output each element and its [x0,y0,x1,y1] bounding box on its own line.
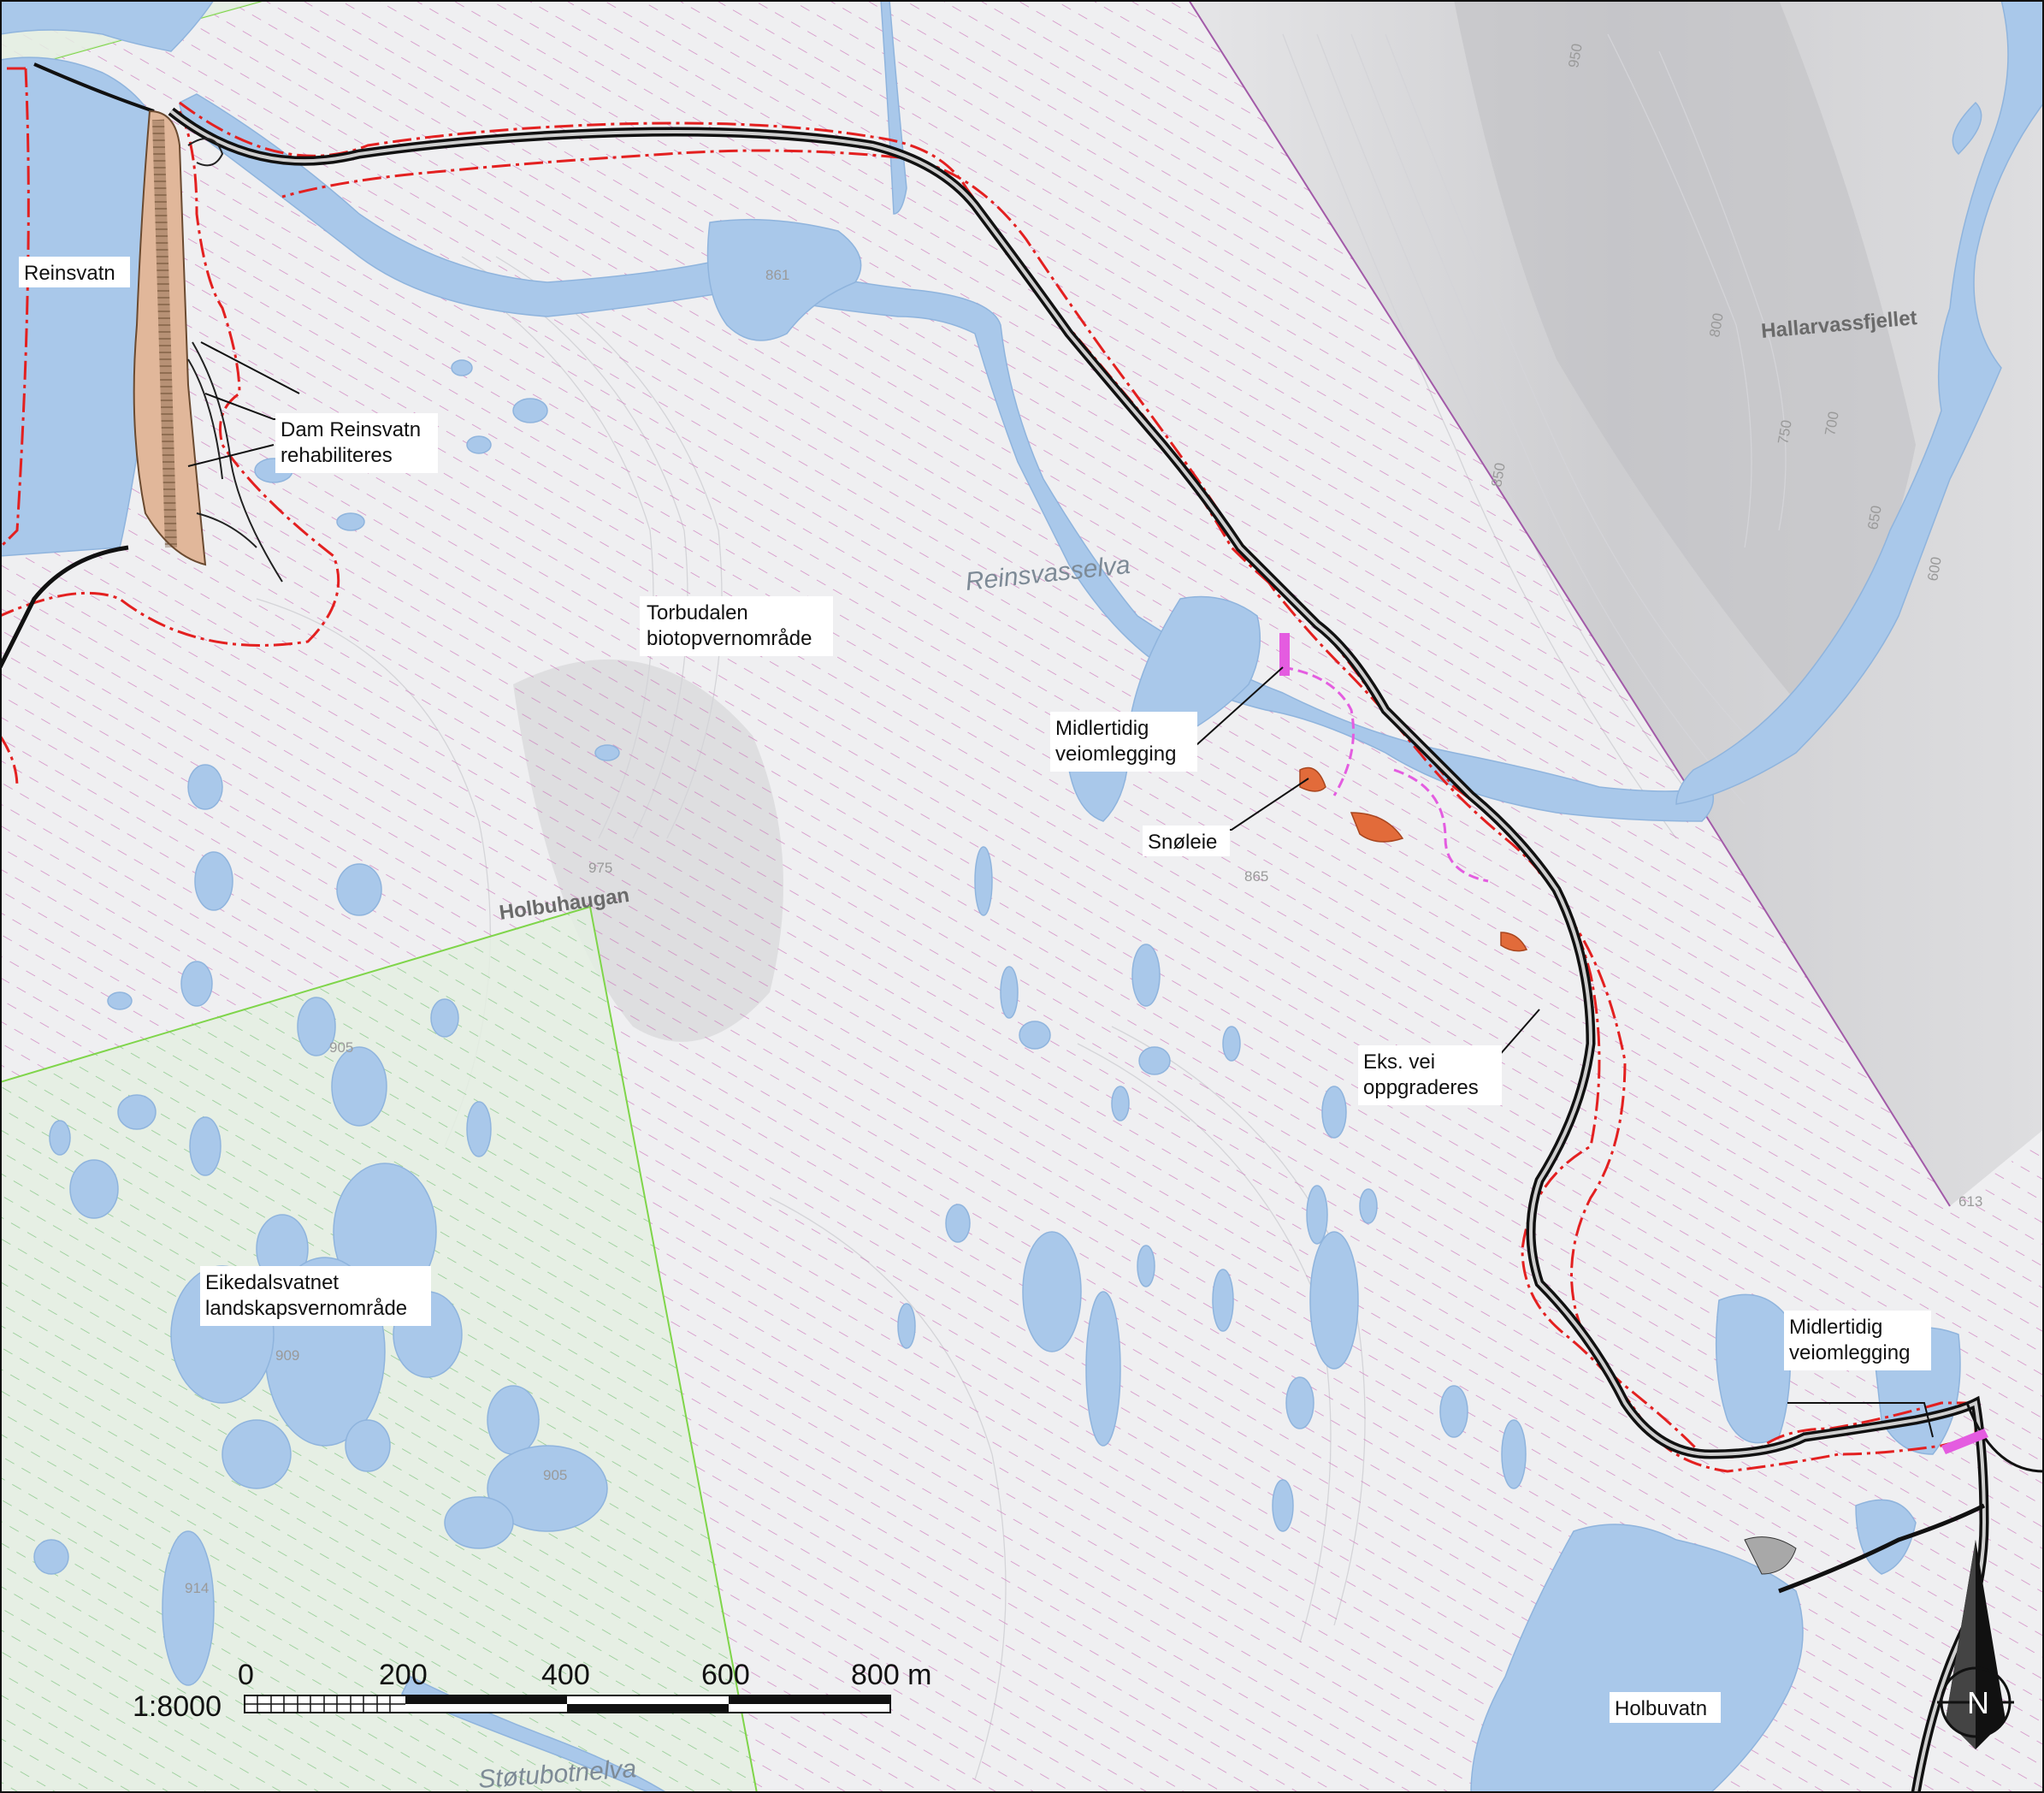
elev-650: 650 [1864,504,1885,530]
road [0,62,2044,1793]
reinsvatn-label-bg [19,257,130,287]
snoleie-areas [1299,766,1528,952]
elev-850: 850 [1488,461,1509,488]
elev-905a: 905 [329,1039,353,1056]
midl2-label-bg [1784,1311,1931,1370]
elev-905b: 905 [543,1467,567,1483]
snoleie-label-bg [1143,825,1230,856]
elev-865: 865 [1244,868,1268,885]
scale-tick-800: 800 m [851,1659,932,1691]
eks-label-line1: Eks. vei [1363,1050,1435,1074]
eks-label-bg [1358,1045,1502,1105]
temp-road-marker-2 [1941,1429,1988,1454]
elev-600: 600 [1924,555,1945,582]
holbuvatn-label-bg [1610,1692,1721,1723]
lake-861 [706,218,862,341]
temporary-diversions [1282,666,1489,883]
holbuvatn-junction-area [1744,1536,1797,1575]
east-river [1675,0,2044,805]
dam-label-line1: Dam Reinsvatn [281,418,421,441]
midl2-label-line2: veiomlegging [1789,1341,1910,1364]
elev-750: 750 [1775,418,1795,445]
eikedal-label-line1: Eikedalsvatnet [205,1271,339,1294]
landscape-boundary-line [0,905,758,1793]
scale-tick-400: 400 [541,1659,590,1691]
elev-975: 975 [588,860,612,876]
elevation-labels: 861 975 865 905 909 905 914 613 800 750 … [185,42,1982,1596]
eks-label-line2: oppgraderes [1363,1076,1479,1099]
elev-613: 613 [1958,1193,1982,1210]
elev-914: 914 [185,1580,209,1596]
scale-bar: 1:8000 0 200 400 600 800 m [133,1659,932,1723]
elev-909: 909 [275,1347,299,1364]
midl1-label-line2: veiomlegging [1055,743,1176,766]
dam-access-roads [187,138,283,583]
torbudalen-label-bg [640,596,833,656]
holbuvatn-lake [1470,1524,1804,1793]
eikedal-label-bg [200,1266,431,1326]
elev-700: 700 [1822,410,1842,436]
temp-road-marker-1 [1279,633,1290,676]
torbudalen-label-line1: Torbudalen [647,601,748,624]
snoleie-label: Snøleie [1148,831,1217,854]
scale-ratio: 1:8000 [133,1690,222,1723]
scale-tick-200: 200 [379,1659,428,1691]
scale-tick-600: 600 [701,1659,750,1691]
mountain-ridge-shade [1454,0,1916,701]
midl1-label-bg [1050,712,1197,772]
reinsvatn-label: Reinsvatn [24,262,115,285]
torbudalen-label-line2: biotopvernområde [647,627,812,650]
dam-label-line2: rehabiliteres [281,444,393,467]
holbuvatn-label: Holbuvatn [1615,1697,1707,1720]
north-label: N [1967,1685,1989,1720]
eikedal-label-line2: landskapsvernområde [205,1297,407,1320]
scale-tick-0: 0 [238,1659,254,1691]
elev-950: 950 [1565,42,1586,68]
elev-800: 800 [1706,311,1727,338]
midl2-label-line1: Midlertidig [1789,1316,1882,1339]
elev-861: 861 [765,267,789,283]
dam-label-bg [275,413,438,473]
north-arrow: N [1937,1540,2014,1749]
midl1-label-line1: Midlertidig [1055,717,1149,740]
